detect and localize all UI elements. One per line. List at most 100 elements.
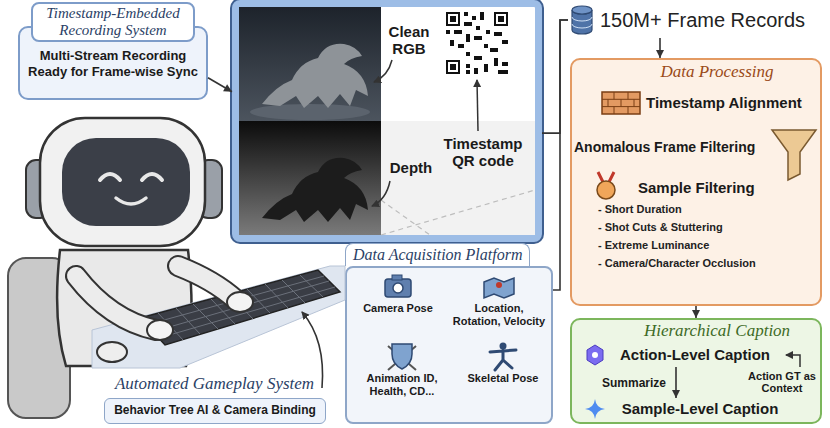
callout-box: Timestamp-Embedded Recording SystemMulti… xyxy=(18,26,208,100)
process-step: Timestamp Alignment xyxy=(646,90,818,116)
connector-line xyxy=(675,367,677,398)
edge-label: Summarize xyxy=(600,376,668,390)
arrow-head xyxy=(692,310,700,318)
node-text: Sample Filtering xyxy=(638,178,808,198)
text-slot: Timestamp-Embedded Recording System xyxy=(31,2,195,42)
node-text: Behavior Tree AI & Camera Binding xyxy=(105,399,325,421)
database-icon xyxy=(572,6,592,14)
data-item: Animation ID, Health, CD... xyxy=(352,340,452,406)
text-slot: Timestamp QR code xyxy=(433,135,533,169)
process-icons xyxy=(602,92,640,114)
process-icons xyxy=(772,130,816,180)
screen-content xyxy=(498,16,504,22)
node-text: Depth xyxy=(383,159,439,176)
process-icons xyxy=(602,92,640,114)
node-text: Hierarchical Caption xyxy=(632,321,802,341)
text-slot: Sample Filtering xyxy=(638,178,808,198)
connector xyxy=(656,38,664,58)
robot-illustration xyxy=(8,118,345,418)
arrow-head xyxy=(672,390,680,398)
text-slot: Clean RGB xyxy=(385,23,433,57)
process-icons xyxy=(597,181,615,199)
robot-illustration xyxy=(146,275,335,340)
monitor-stand xyxy=(375,243,425,258)
process-step: Anomalous Frame Filtering xyxy=(574,134,770,160)
platform-icons xyxy=(500,343,507,350)
monitor-screen: Clean RGB DepthTimestamp QR code xyxy=(232,0,542,242)
screen-content xyxy=(250,104,370,120)
caption-icons xyxy=(585,345,800,419)
text-slot: - Extreme Luminance xyxy=(598,238,813,253)
robot-illustration xyxy=(140,270,340,345)
screen-content xyxy=(239,121,381,235)
screen-content xyxy=(448,14,458,24)
text-slot: - Shot Cuts & Stuttering xyxy=(598,220,813,235)
robot-illustration xyxy=(227,292,253,312)
text-slot: Multi-Stream Recording Ready for Frame-w… xyxy=(20,48,206,80)
text-slot: Data Acquisition Platform xyxy=(345,243,555,266)
connector-line xyxy=(695,306,697,318)
robot-illustration xyxy=(100,174,162,180)
note-label: Action GT as Context xyxy=(746,370,818,394)
caption-icons xyxy=(786,355,800,367)
robot-illustration xyxy=(57,250,191,366)
platform-icons xyxy=(385,279,411,297)
platform-icons xyxy=(490,350,516,370)
arrow-head xyxy=(223,84,232,91)
robot-illustration xyxy=(8,258,70,418)
process-icons xyxy=(597,92,816,199)
screen-content xyxy=(450,16,456,22)
database-label: 150M+ Frame Records xyxy=(568,2,822,38)
robot-illustration xyxy=(76,276,156,330)
robot-illustration xyxy=(178,266,236,300)
node-text: Clean RGB xyxy=(385,23,433,57)
robot-illustration xyxy=(40,118,205,246)
platform-icons xyxy=(385,275,516,370)
connector xyxy=(553,20,568,290)
connector-line xyxy=(542,20,568,133)
screen-content xyxy=(477,80,478,131)
caption-step: Sample-Level Caption xyxy=(608,398,792,420)
data-item: Camera Pose xyxy=(354,272,442,332)
database-icon xyxy=(572,6,592,34)
robot-illustration xyxy=(62,138,190,226)
node-text: Animation ID, Health, CD... xyxy=(352,340,452,398)
screen-content xyxy=(496,14,506,24)
connector xyxy=(672,367,680,398)
text-slot: Action GT as Context xyxy=(746,370,818,394)
node-text: - Short Duration xyxy=(598,202,813,217)
text-slot: Hierarchical Caption xyxy=(632,321,802,341)
platform-icons xyxy=(484,278,514,298)
platform-icons xyxy=(393,283,403,293)
text-slot: Automated Gameplay System xyxy=(105,374,324,394)
connector-line xyxy=(659,38,661,58)
caption-icons xyxy=(587,345,603,365)
caption-icons xyxy=(592,352,598,358)
node-text: Anomalous Frame Filtering xyxy=(574,134,770,160)
node-text: Camera Pose xyxy=(354,272,442,315)
node-text: Location, Rotation, Velocity xyxy=(450,272,548,328)
robot-illustration xyxy=(26,160,50,218)
screen-content xyxy=(448,62,458,72)
connector xyxy=(542,20,568,133)
node-text: 150M+ Frame Records xyxy=(568,2,822,38)
platform-panel: Data Acquisition PlatformCamera PoseLoca… xyxy=(345,266,553,424)
process-icons xyxy=(598,172,614,184)
screen-content xyxy=(446,60,460,74)
node-text: Data Processing xyxy=(642,62,792,82)
node-text: Multi-Stream Recording Ready for Frame-w… xyxy=(20,48,206,80)
robot-illustration xyxy=(147,320,173,340)
screen-content xyxy=(239,7,535,235)
robot-illustration xyxy=(40,133,210,178)
leader-arrow xyxy=(302,312,323,388)
callout-box: Automated Gameplay SystemBehavior Tree A… xyxy=(104,398,326,424)
node-text: - Camera/Character Occlusion xyxy=(598,256,813,271)
text-slot: - Short Duration xyxy=(598,202,813,217)
platform-icons xyxy=(496,282,502,288)
robot-illustration xyxy=(92,266,345,368)
connector-line xyxy=(208,78,232,92)
text-slot: - Camera/Character Occlusion xyxy=(598,256,813,271)
connector xyxy=(692,306,700,318)
node-text: Automated Gameplay System xyxy=(105,374,324,394)
process-step: Sample Filtering - Short Duration - Shot C… xyxy=(578,176,818,302)
